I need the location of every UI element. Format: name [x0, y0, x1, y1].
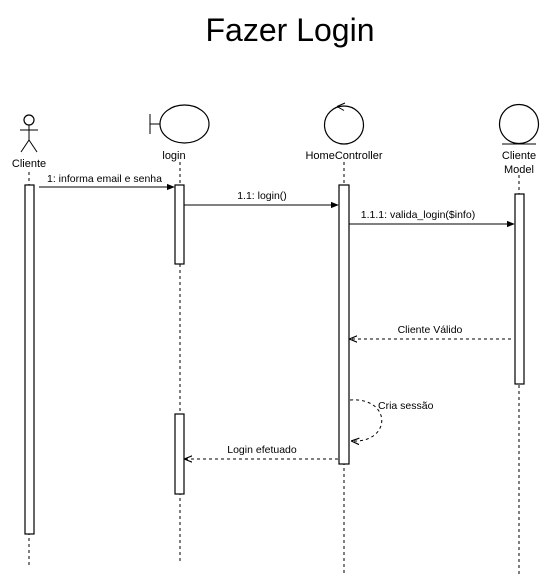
activation-cliente: [24, 184, 35, 535]
participant-label-login: login: [162, 150, 185, 162]
self-label-cria-sessao: Cria sessão: [378, 400, 434, 412]
participant-label-homecontroller: HomeController: [305, 150, 382, 162]
participant-label-cliente-model-line2: Model: [504, 164, 534, 176]
activation-cliente-model: [514, 193, 525, 385]
message-label-1-1-1: 1.1.1: valida_login($info): [361, 209, 475, 221]
entity-icon: [498, 103, 540, 145]
return-label-cliente-valido: Cliente Válido: [398, 324, 463, 336]
participant-label-cliente-model-line1: Cliente: [502, 150, 536, 162]
message-label-1: 1: informa email e senha: [47, 173, 162, 185]
activation-login-1: [174, 184, 185, 265]
participant-label-cliente: Cliente: [12, 158, 46, 170]
activation-homecontroller: [338, 184, 350, 465]
control-icon: [323, 102, 365, 145]
message-label-1-1: 1.1: login(): [237, 190, 287, 202]
activation-login-2: [174, 413, 185, 495]
self-arrow-cria-sessao: [349, 399, 383, 441]
boundary-icon: [149, 104, 210, 144]
return-label-login-efetuado: Login efetuado: [227, 444, 297, 456]
diagram-title: Fazer Login: [206, 12, 375, 48]
actor-icon: [20, 114, 38, 153]
